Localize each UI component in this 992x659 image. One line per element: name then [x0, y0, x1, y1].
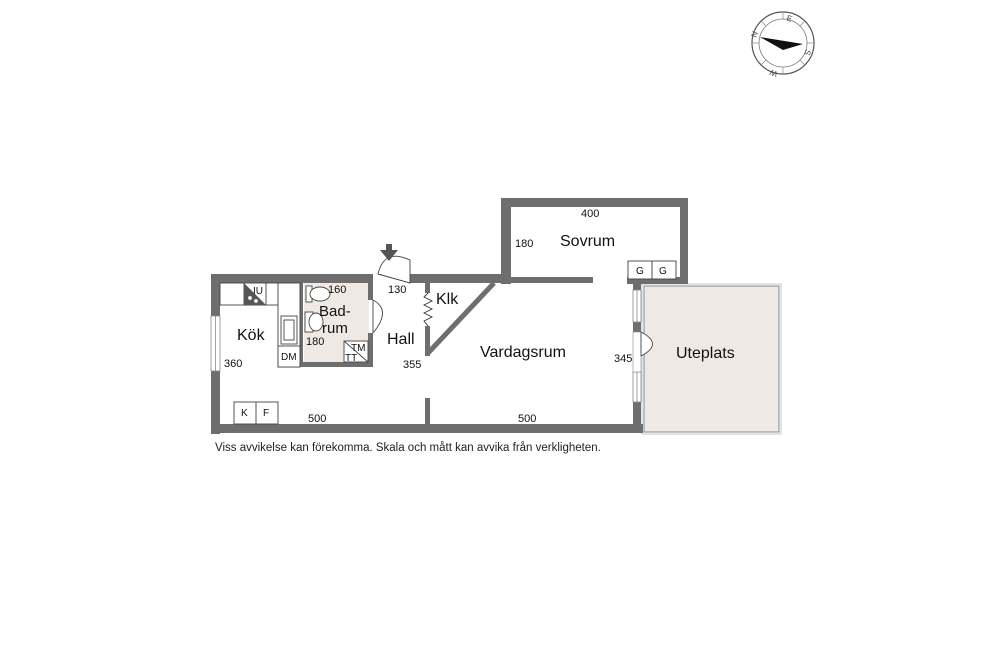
entrance-arrow	[380, 244, 398, 261]
dim-sovrum-depth: 180	[515, 238, 533, 250]
label-g2: G	[659, 266, 667, 277]
toilet	[305, 285, 331, 303]
kitchen-window	[210, 315, 221, 372]
living-room-window	[632, 289, 642, 403]
label-f: F	[263, 408, 269, 419]
dim-bottom-left: 500	[308, 413, 326, 425]
dim-hall-depth: 355	[403, 359, 421, 371]
uteplats-area	[643, 285, 780, 433]
compass-letter-e: E	[785, 13, 793, 23]
bathroom-door	[372, 299, 383, 334]
room-label-bad-line2: rum	[322, 320, 348, 337]
room-label-kok: Kök	[237, 327, 266, 344]
compass: N E S W	[749, 11, 815, 79]
compass-letter-n: N	[749, 30, 760, 39]
room-label-hall: Hall	[387, 331, 415, 348]
sink	[304, 311, 324, 333]
dim-sovrum-width: 400	[581, 208, 599, 220]
room-label-bad-line1: Bad-	[319, 303, 351, 320]
room-label-sovrum: Sovrum	[560, 233, 615, 250]
dim-bottom-right: 500	[518, 413, 536, 425]
stove-burners	[247, 295, 259, 304]
room-label-klk: Klk	[436, 291, 459, 308]
label-iu: IU	[253, 286, 263, 297]
kitchen-counter	[219, 282, 301, 425]
closet-diagonal-wall	[426, 281, 496, 355]
closet-door	[422, 292, 434, 327]
dim-bad-depth: 180	[306, 336, 324, 348]
room-label-uteplats: Uteplats	[676, 345, 735, 362]
compass-needle	[760, 37, 803, 50]
label-tm: TM	[351, 343, 365, 354]
label-k: K	[241, 408, 248, 419]
patio-door	[632, 331, 653, 373]
compass-letter-s: S	[802, 48, 812, 56]
dim-hall-width: 130	[388, 284, 406, 296]
room-label-vardagsrum: Vardagsrum	[480, 344, 566, 361]
disclaimer-text: Viss avvikelse kan förekomma. Skala och …	[215, 442, 601, 454]
label-dm: DM	[281, 352, 297, 363]
dim-kitchen-depth: 360	[224, 358, 242, 370]
label-g1: G	[636, 266, 644, 277]
label-tt: TT	[345, 353, 357, 364]
washer-dryer	[343, 340, 369, 363]
compass-letter-w: W	[768, 67, 779, 78]
dim-vardagsrum-depth: 345	[614, 353, 632, 365]
wardrobes	[627, 260, 677, 280]
entrance-door	[377, 255, 411, 284]
dim-bad-width: 160	[328, 284, 346, 296]
